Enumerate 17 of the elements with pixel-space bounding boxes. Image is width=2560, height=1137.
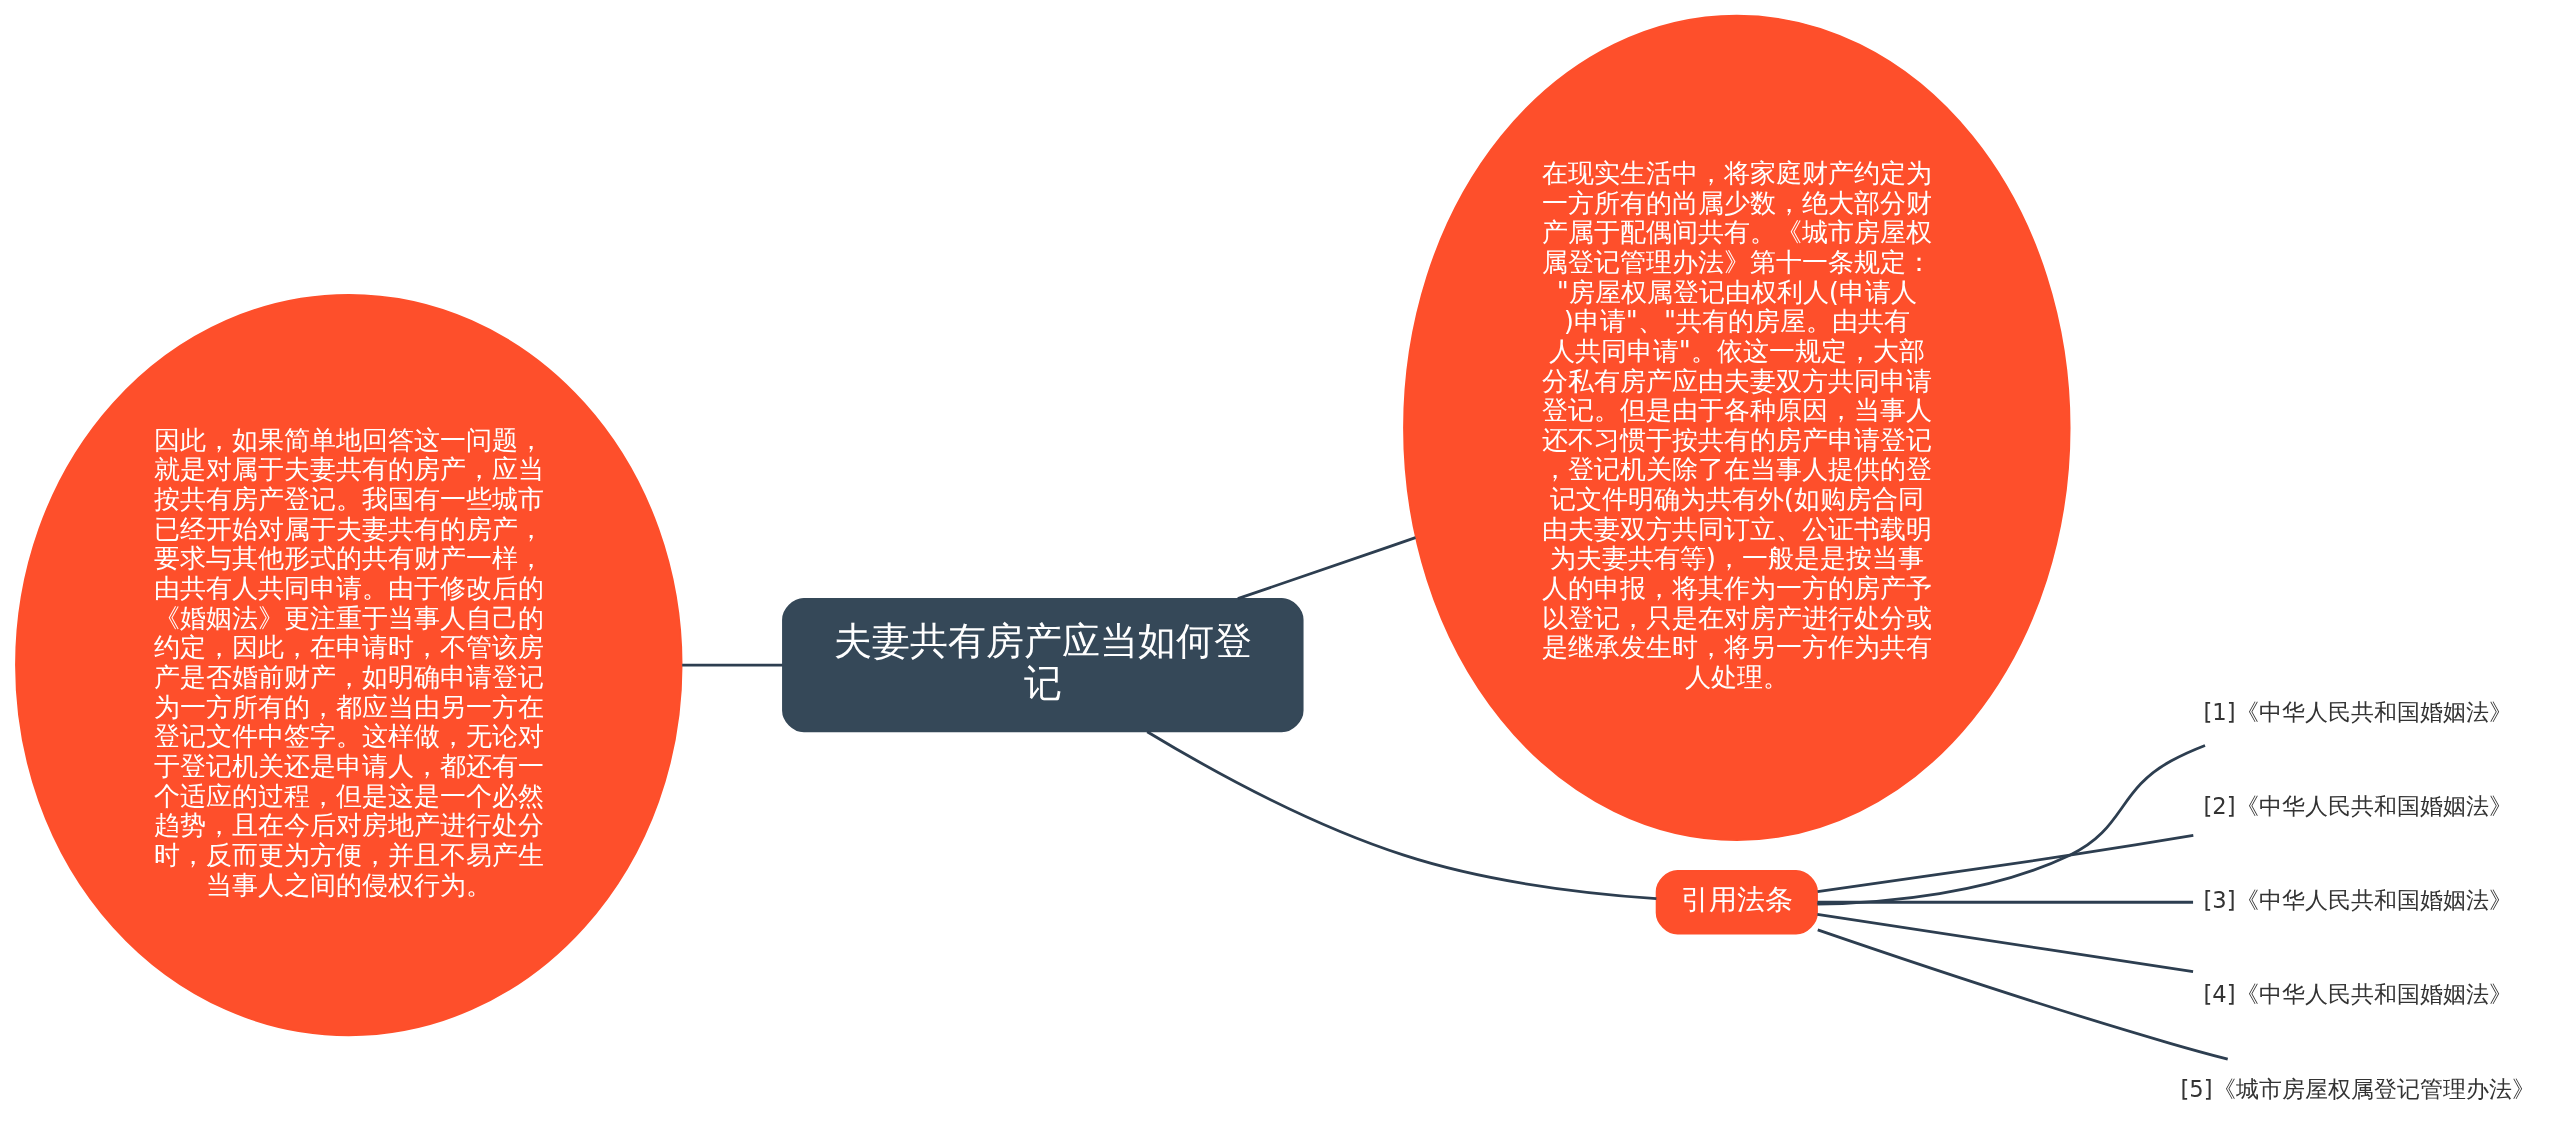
connector [1817,743,2206,906]
connector [682,663,783,666]
connector [1817,900,2194,904]
node-ellipse: 因此，如果简单地回答这一问题，就是对属于夫妻共有的房产，应当按共有房产登记。我国有一些城市已经开始对属于夫妻共有的房产，要求与其他形式的共有财产一样，由共有人共同申请。由于修改后的《婚姻法》更注重于当事人自己的约定，因此，在申请时，不管该房产是否婚前财产，如明确申请登记为一方所有的，都应当由另一方在登记文件中签字。这样做，无论对于登记机关还是申请人，都还有一个适应的过程，但是这是一个必然趋势，且在今后对房地产进行处分时，反而更为方便，并且不易产生当事人之间的侵权行为。 [15,293,683,1036]
connector [1817,928,2229,1061]
node-text: [3]《中华人民共和国婚姻法》 [2203,886,2512,913]
node-text: [5]《城市房屋权属登记管理办法》 [2180,1075,2535,1102]
node-ellipse: 在现实生活中，将家庭财产约定为一方所有的尚属少数，绝大部分财产属于配偶间共有。《城市房屋权属登记管理办法》第十一条规定："房屋权属登记由权利人(申请人)申请"、"共有的房屋。由共有人共同申请"。依这一规定，大部分私有房产应由夫妻双方共同申请登记。但是由于各种原因，当事人还不习惯于按共有的房产申请登记，登记机关除了在当事人提供的登记文件明确为共有外(如购房合同由夫妻双方共同订立、公证书载明为夫妻共有等)，一般是是按当事人的申报，将其作为一方的房产予以登记，只是在对房产进行处分或是继承发生时，将另一方作为共有人处理。 [1403,14,2071,841]
node-box: 夫妻共有房产应当如何登记 [782,597,1304,732]
connector [1237,535,1416,600]
node-box: 引用法条 [1655,869,1818,935]
connector [1817,833,2194,893]
connector [1146,730,1657,900]
node-text: [4]《中华人民共和国婚姻法》 [2203,980,2512,1007]
node-text: [1]《中华人民共和国婚姻法》 [2203,698,2512,725]
node-text: [2]《中华人民共和国婚姻法》 [2203,792,2512,819]
connector [1817,912,2194,973]
